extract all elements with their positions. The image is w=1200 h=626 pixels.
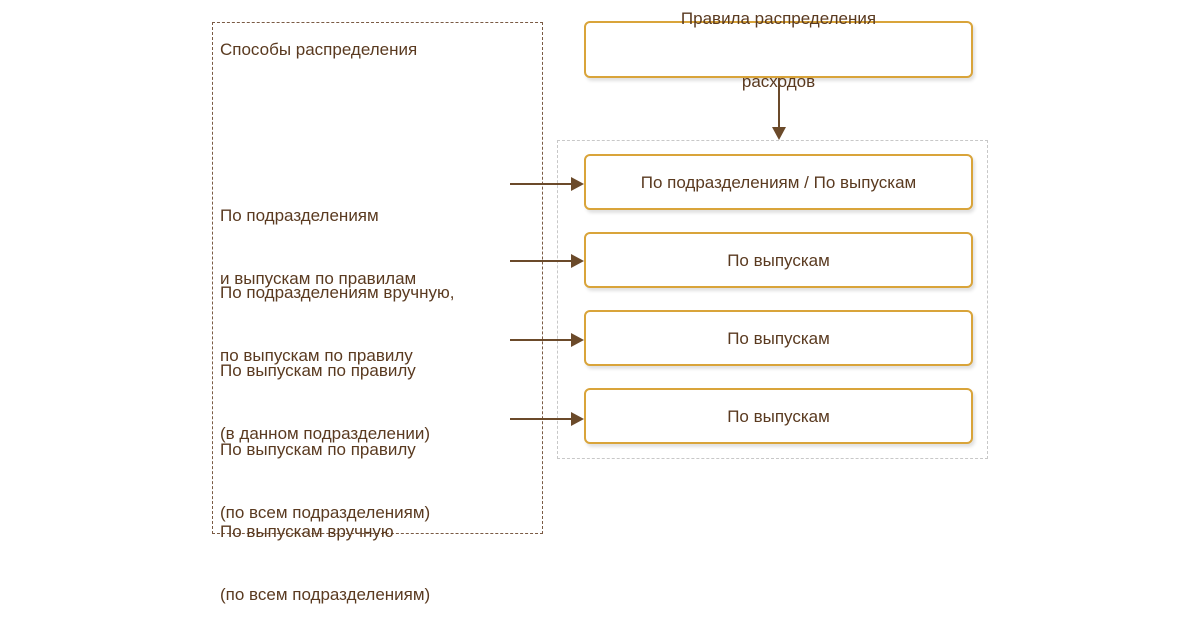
method-label-4-line2: (по всем подразделениям) [220,503,431,522]
methods-frame [212,22,543,534]
method-label-1: По подразделениям и выпускам по правилам [220,163,416,310]
method-label-1-line2: и выпускам по правилам [220,269,417,288]
rule-box-2-label: По выпускам [727,250,830,270]
method-label-2-line2: по выпускам по правилу [220,346,413,365]
rule-box-3: По выпускам [584,310,973,366]
method-label-3: По выпускам по правилу (в данном подразд… [220,318,430,465]
method-label-5-line2: (по всем подразделениям) [220,585,431,604]
method-label-4-line1: По выпускам по правилу [220,440,416,459]
allocation-rules-line1: Правила распределения [680,8,877,28]
methods-title: Способы распределения [220,40,418,59]
method-label-3-line1: По выпускам по правилу [220,361,416,380]
rule-box-4-label: По выпускам [727,406,830,426]
method-label-5: По выпускам вручную (по всем подразделен… [220,479,430,626]
rule-box-4: По выпускам [584,388,973,444]
rule-box-1: По подразделениям / По выпускам [584,154,973,210]
rule-box-1-label: По подразделениям / По выпускам [640,172,917,192]
rule-box-3-label: По выпускам [727,328,830,348]
rules-frame [557,140,988,459]
method-label-5-line1: По выпускам вручную [220,522,394,541]
allocation-rules-line2: расходов [741,71,816,91]
allocation-rules-box: Правила распределения расходов [584,9,973,91]
method-label-2-line1: По подразделениям вручную, [220,283,455,302]
rule-box-2: По выпускам [584,232,973,288]
method-label-2: По подразделениям вручную, по выпускам п… [220,240,454,387]
method-label-1-line1: По подразделениям [220,206,379,225]
method-label-4: По выпускам по правилу (по всем подразде… [220,397,430,544]
method-label-3-line2: (в данном подразделении) [220,424,431,443]
